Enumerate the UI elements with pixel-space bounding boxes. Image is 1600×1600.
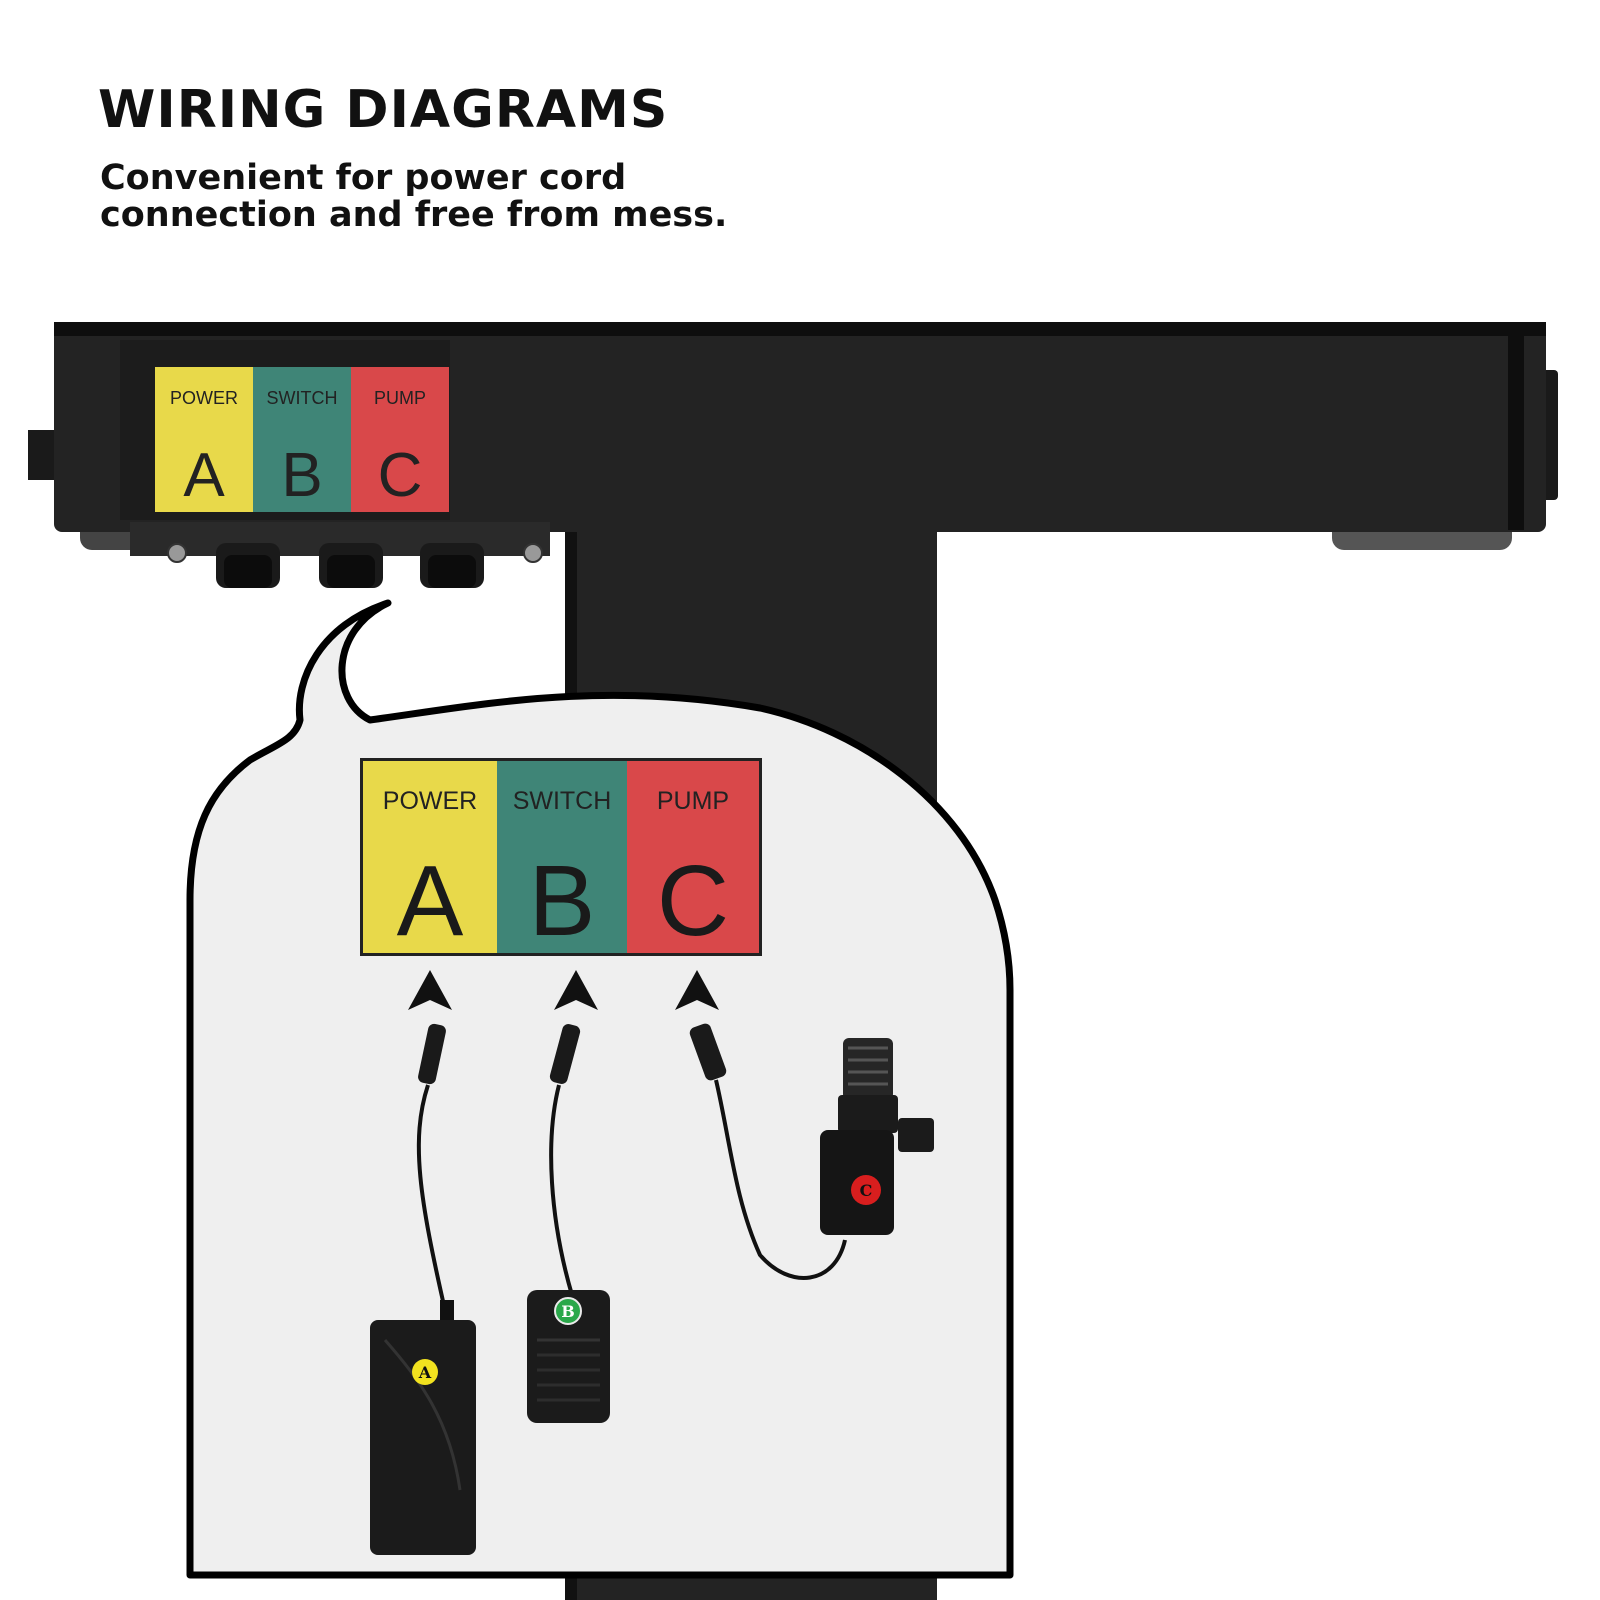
connector-plug-icon xyxy=(689,1023,727,1081)
arrow-up-icon xyxy=(554,970,598,1010)
port-c-letter: C xyxy=(657,845,729,957)
screw-icon xyxy=(167,543,187,563)
arrow-up-icon xyxy=(675,970,719,1010)
connector-plug-icon xyxy=(418,1023,446,1085)
port-label-large: POWER SWITCH PUMP A B C xyxy=(360,758,762,957)
port-sockets xyxy=(216,543,484,588)
port-a-letter-small: A xyxy=(183,441,225,510)
port-b-swatch xyxy=(497,761,627,953)
port-c-swatch-small xyxy=(351,367,449,512)
arrow-up-icon xyxy=(408,970,452,1010)
adapter-badge-label: A xyxy=(418,1363,432,1382)
port-b-letter: B xyxy=(529,845,596,957)
port-a-swatch-small xyxy=(155,367,253,512)
port-a-name-small: POWER xyxy=(170,388,238,408)
pump-badge-label: C xyxy=(860,1181,873,1200)
water-pump-icon: C xyxy=(820,1038,934,1235)
pump-cable xyxy=(689,1023,847,1280)
port-a-name: POWER xyxy=(383,787,477,815)
port-a-swatch xyxy=(363,761,497,953)
port-c-letter-small: C xyxy=(378,441,423,510)
foot-pedal-icon: B xyxy=(527,1290,610,1423)
page-subtitle: Convenient for power cord connection and… xyxy=(100,158,728,235)
port-b-swatch-small xyxy=(253,367,351,512)
power-adapter-icon: A xyxy=(370,1300,476,1555)
port-b-name: SWITCH xyxy=(513,787,612,815)
port-label-small: POWER SWITCH PUMP A B C xyxy=(155,367,449,512)
switch-cable xyxy=(549,1024,581,1296)
pedal-badge-label: B xyxy=(561,1302,575,1321)
port-b-name-small: SWITCH xyxy=(267,388,338,408)
port-a-letter: A xyxy=(397,845,464,957)
port-c-swatch xyxy=(627,761,759,953)
port-c-name-small: PUMP xyxy=(374,388,426,408)
power-cable xyxy=(416,1023,447,1311)
connector-plug-icon xyxy=(549,1024,581,1084)
screw-icon xyxy=(523,543,543,563)
port-c-name: PUMP xyxy=(657,787,729,815)
page-title: WIRING DIAGRAMS xyxy=(98,80,669,140)
port-b-letter-small: B xyxy=(281,441,322,510)
